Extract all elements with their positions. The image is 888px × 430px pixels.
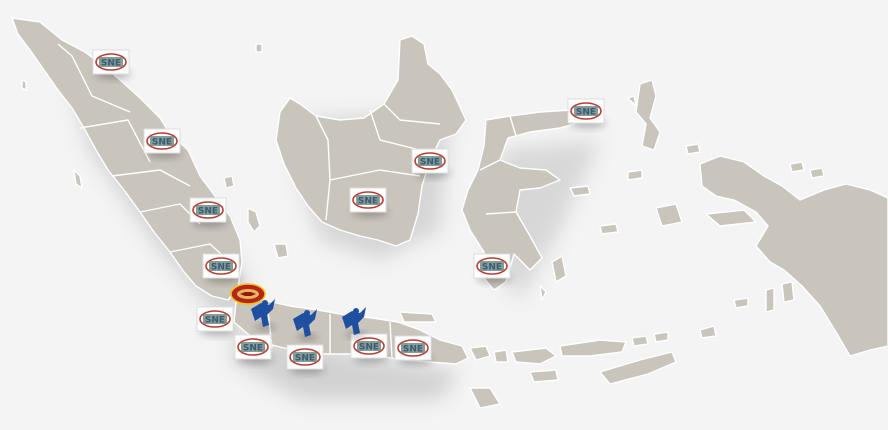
- island-madura: [399, 311, 437, 323]
- island-riau: [223, 175, 235, 189]
- marker-logo-text: SNE: [205, 316, 225, 326]
- marker-logo-text: SNE: [358, 197, 378, 207]
- marker-logo-text: SNE: [243, 344, 263, 354]
- landmass-group: [11, 17, 888, 409]
- island-nias: [21, 79, 27, 91]
- marker-logo-text: SNE: [420, 158, 440, 168]
- island-buru: [655, 203, 683, 227]
- map-marker-red-oval-badge-icon[interactable]: [230, 283, 266, 305]
- island-bali: [469, 345, 491, 361]
- map-marker-company-logo-icon[interactable]: SNE: [349, 187, 388, 217]
- map-marker-company-logo-icon[interactable]: SNE: [202, 253, 241, 283]
- map-marker-company-logo-icon[interactable]: SNE: [567, 98, 606, 128]
- map-marker-company-logo-icon[interactable]: SNE: [92, 49, 131, 79]
- marker-logo-text: SNE: [295, 354, 315, 364]
- map-marker-company-logo-icon[interactable]: SNE: [286, 344, 325, 374]
- marker-layer: SNE SNE SNE SNE SNE SNE SNE SNE SNE SNE SNE SNE SNE: [92, 49, 606, 374]
- map-marker-blue-figure-icon[interactable]: [293, 309, 317, 340]
- island-seram: [705, 209, 757, 227]
- map-marker-company-logo-icon[interactable]: SNE: [189, 197, 228, 227]
- island-sumba: [529, 369, 559, 383]
- marker-logo-text: SNE: [211, 263, 231, 273]
- island-mentawai: [73, 169, 83, 189]
- island-sumatra: [11, 17, 243, 301]
- map-marker-company-logo-icon[interactable]: SNE: [411, 148, 450, 178]
- island-lombok: [493, 349, 509, 363]
- island-flores: [559, 339, 627, 357]
- map-marker-company-logo-icon[interactable]: SNE: [350, 333, 389, 363]
- marker-logo-text: SNE: [198, 207, 218, 217]
- map-marker-blue-figure-icon[interactable]: [342, 307, 366, 338]
- marker-logo-text: SNE: [101, 59, 121, 69]
- map-marker-company-logo-icon[interactable]: SNE: [234, 334, 273, 364]
- map-marker-blue-figure-icon[interactable]: [251, 299, 275, 330]
- marker-logo-text: SNE: [576, 108, 596, 118]
- island-timor: [599, 351, 677, 385]
- marker-logo-text: SNE: [403, 345, 423, 355]
- island-papua: [699, 155, 888, 357]
- marker-logo-text: SNE: [482, 263, 502, 273]
- map-marker-company-logo-icon[interactable]: SNE: [394, 335, 433, 365]
- island-bangka: [247, 207, 261, 233]
- map-marker-company-logo-icon[interactable]: SNE: [143, 128, 182, 158]
- map-marker-company-logo-icon[interactable]: SNE: [473, 253, 512, 283]
- island-belitung: [273, 243, 289, 259]
- marker-logo-text: SNE: [152, 138, 172, 148]
- island-sumbawa: [511, 347, 557, 365]
- map-marker-company-logo-icon[interactable]: SNE: [196, 306, 235, 336]
- marker-logo-text: SNE: [359, 343, 379, 353]
- island-halmahera: [635, 79, 661, 151]
